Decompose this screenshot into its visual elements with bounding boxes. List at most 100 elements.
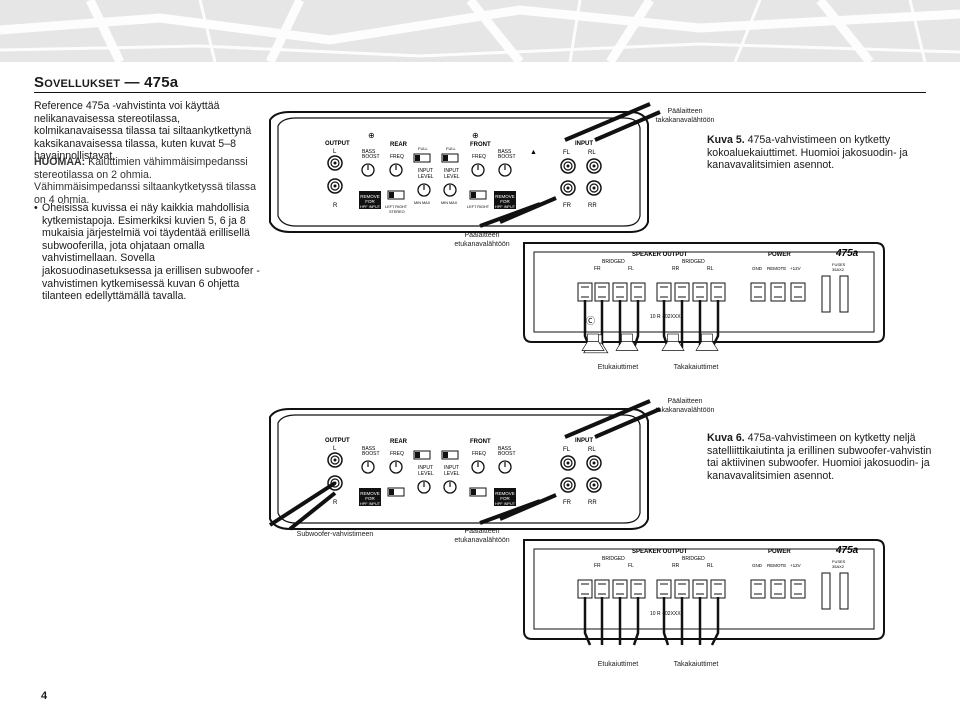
svg-text:REMOTE: REMOTE xyxy=(767,563,786,568)
svg-text:BASS: BASS xyxy=(362,446,376,452)
svg-text:BRIDGED: BRIDGED xyxy=(682,259,705,265)
svg-text:STEREO: STEREO xyxy=(389,210,405,214)
svg-text:FREQ: FREQ xyxy=(472,154,486,160)
fig6-front-source-label: Päälaitteen etukanavalähtöön xyxy=(454,528,510,544)
svg-text:FR: FR xyxy=(563,500,572,506)
fig6-rear-source-label: Päälaitteen takakanavalähtöön xyxy=(655,398,715,414)
svg-text:BOOST: BOOST xyxy=(362,154,380,160)
svg-text:MIN MAX: MIN MAX xyxy=(414,201,431,205)
svg-text:35AX2: 35AX2 xyxy=(832,267,845,272)
svg-text:FL: FL xyxy=(628,266,634,272)
svg-text:INPUT: INPUT xyxy=(418,168,433,174)
svg-text:RL: RL xyxy=(707,266,714,272)
svg-text:INPUT: INPUT xyxy=(575,141,593,147)
fig6-front-speakers-label: Etukaiuttimet xyxy=(597,661,639,668)
bullet-dot: • xyxy=(34,202,38,214)
title-rule xyxy=(34,92,926,93)
page-title-model: 475a xyxy=(144,74,179,91)
svg-text:LEVEL: LEVEL xyxy=(444,471,460,477)
fig6-terminal-panel: SPEAKER OUTPUT BRIDGED BRIDGED FR FL RR … xyxy=(523,539,885,646)
intro-paragraph: Reference 475a -vahvistinta voi käyttää … xyxy=(34,100,260,163)
fig5-rear-speakers-label: Takakaiuttimet xyxy=(673,364,719,371)
fig5-front-source-label: Päälaitteen etukanavalähtöön xyxy=(454,232,510,248)
svg-text:INPUT: INPUT xyxy=(444,465,459,471)
svg-text:LEVEL: LEVEL xyxy=(418,174,434,180)
svg-text:Ⓒ: Ⓒ xyxy=(586,316,595,326)
figure6-caption: Kuva 6. 475a-vahvistimeen on kytketty ne… xyxy=(707,432,937,482)
svg-text:OUTPUT: OUTPUT xyxy=(325,141,350,147)
note-label: HUOMAA: xyxy=(34,156,86,168)
svg-text:SPEAKER OUTPUT: SPEAKER OUTPUT xyxy=(632,549,688,555)
svg-text:L: L xyxy=(333,149,337,155)
svg-text:RR: RR xyxy=(672,266,680,272)
bullet-paragraph: • Oheisissa kuvissa ei näy kaikkia mahdo… xyxy=(34,202,260,303)
svg-text:RR: RR xyxy=(588,500,597,506)
figure5-caption-text: 475a-vahvistimeen on kytketty kokoalueka… xyxy=(707,134,908,172)
svg-text:+12V: +12V xyxy=(790,266,801,271)
note-paragraph: HUOMAA: Kaiuttimien vähimmäisimpedanssi … xyxy=(34,156,260,206)
svg-text:FULL: FULL xyxy=(446,146,457,151)
figure5-caption-label: Kuva 5. xyxy=(707,134,745,146)
svg-text:REAR: REAR xyxy=(390,439,408,445)
page-number: 4 xyxy=(41,690,48,702)
svg-text:MIN MAX: MIN MAX xyxy=(441,201,458,205)
svg-text:FL: FL xyxy=(563,150,571,156)
svg-text:BRIDGED: BRIDGED xyxy=(602,556,625,562)
fig5-rear-source-label: Päälaitteen takakanavalähtöön xyxy=(655,108,715,124)
svg-text:BRIDGED: BRIDGED xyxy=(602,259,625,265)
svg-text:BASS: BASS xyxy=(498,149,512,155)
svg-text:FR: FR xyxy=(594,563,601,569)
svg-text:475a: 475a xyxy=(835,545,859,556)
svg-text:RR: RR xyxy=(588,203,597,209)
figure5-caption: Kuva 5. 475a-vahvistimeen on kytketty ko… xyxy=(707,134,937,172)
svg-text:RL: RL xyxy=(707,563,714,569)
svg-text:BOOST: BOOST xyxy=(498,451,516,457)
page-title-prefix: Sovellukset — xyxy=(34,74,140,91)
page-title: Sovellukset — 475a xyxy=(34,74,178,91)
svg-text:FRONT: FRONT xyxy=(470,142,491,148)
svg-text:GND: GND xyxy=(752,563,763,568)
fig6-rear-speakers-label: Takakaiuttimet xyxy=(673,661,719,668)
svg-text:GND: GND xyxy=(752,266,763,271)
svg-text:FL: FL xyxy=(563,447,571,453)
svg-text:BOOST: BOOST xyxy=(498,154,516,160)
figure6-caption-label: Kuva 6. xyxy=(707,432,745,444)
svg-text:10 R - 02XXX: 10 R - 02XXX xyxy=(650,314,681,320)
svg-text:BOOST: BOOST xyxy=(362,451,380,457)
fig5-front-speakers-label: Etukaiuttimet xyxy=(597,364,639,371)
intro-text: Reference 475a -vahvistinta voi käyttää … xyxy=(34,100,252,163)
svg-text:INPUT: INPUT xyxy=(418,465,433,471)
svg-text:FL: FL xyxy=(628,563,634,569)
header-banner xyxy=(0,0,960,62)
svg-text:FREQ: FREQ xyxy=(390,451,404,457)
svg-text:RL: RL xyxy=(588,447,596,453)
svg-text:475a: 475a xyxy=(835,248,859,259)
svg-text:10 R - 02XXX: 10 R - 02XXX xyxy=(650,611,681,617)
svg-text:FUSES: FUSES xyxy=(832,262,846,267)
svg-text:FREQ: FREQ xyxy=(390,154,404,160)
svg-text:INPUT: INPUT xyxy=(444,168,459,174)
svg-text:FREQ: FREQ xyxy=(472,451,486,457)
figure6-caption-text: 475a-vahvistimeen on kytketty neljä sate… xyxy=(707,432,932,482)
svg-text:BASS: BASS xyxy=(498,446,512,452)
note-text: Kaiuttimien vähimmäisimpedanssi stereoti… xyxy=(34,156,256,206)
svg-text:POWER: POWER xyxy=(768,549,791,555)
bullet-text: Oheisissa kuvissa ei näy kaikkia mahdoll… xyxy=(42,202,260,303)
svg-text:POWER: POWER xyxy=(768,252,791,258)
svg-text:BASS: BASS xyxy=(362,149,376,155)
svg-text:BRIDGED: BRIDGED xyxy=(682,556,705,562)
svg-text:⊕: ⊕ xyxy=(472,131,479,140)
svg-text:RR: RR xyxy=(672,563,680,569)
svg-text:R: R xyxy=(333,500,338,506)
svg-text:REMOTE: REMOTE xyxy=(767,266,786,271)
svg-text:FR: FR xyxy=(594,266,601,272)
svg-text:+12V: +12V xyxy=(790,563,801,568)
svg-text:⊕: ⊕ xyxy=(368,131,375,140)
svg-text:INPUT: INPUT xyxy=(575,438,593,444)
fig6-sub-amp-label: Subwoofer-vahvistimeen xyxy=(296,531,374,538)
svg-text:RL: RL xyxy=(588,150,596,156)
svg-text:LEFT RIGHT: LEFT RIGHT xyxy=(385,205,408,209)
svg-text:R: R xyxy=(333,203,338,209)
svg-text:▲: ▲ xyxy=(530,149,537,156)
